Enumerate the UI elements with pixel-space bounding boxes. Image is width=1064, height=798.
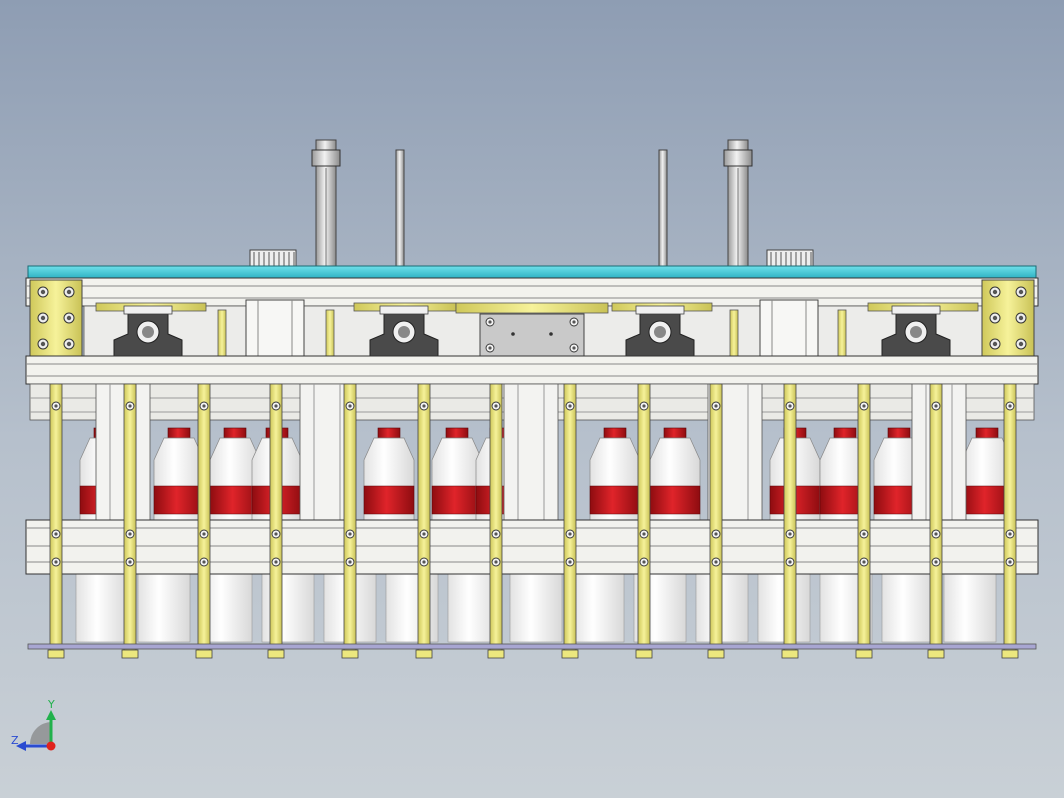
base-plate[interactable]: [27, 643, 1037, 650]
yellow-rod[interactable]: [195, 383, 213, 659]
bottle-base: [75, 573, 129, 643]
z-axis-label: Z: [11, 734, 19, 747]
bottle-base: [571, 573, 625, 643]
bearing-block[interactable]: [113, 305, 183, 357]
yellow-rod[interactable]: [781, 383, 799, 659]
upper-frame[interactable]: [25, 277, 1039, 307]
yellow-rod[interactable]: [1001, 383, 1019, 659]
cylinder-left[interactable]: [311, 139, 341, 271]
yellow-rod[interactable]: [927, 383, 945, 659]
middle-rail[interactable]: [25, 355, 1039, 385]
bottle[interactable]: [873, 427, 925, 521]
top-plate[interactable]: [27, 265, 1037, 279]
bottle[interactable]: [589, 427, 641, 521]
yellow-rod[interactable]: [341, 383, 359, 659]
frame-post: [503, 383, 559, 521]
coordinate-triad: Y Z: [11, 700, 56, 751]
bottle[interactable]: [153, 427, 205, 521]
bottle[interactable]: [649, 427, 701, 521]
corner-bracket-left[interactable]: [29, 279, 83, 357]
cylinder-right[interactable]: [723, 139, 753, 271]
frame-post: [95, 383, 151, 521]
bottle-base: [881, 573, 935, 643]
bottle-base: [509, 573, 563, 643]
bottle[interactable]: [363, 427, 415, 521]
bottle-base: [943, 573, 997, 643]
bearing-block[interactable]: [881, 305, 951, 357]
bearing-block[interactable]: [369, 305, 439, 357]
y-axis-label: Y: [47, 700, 55, 711]
yellow-rod[interactable]: [561, 383, 579, 659]
yellow-rod[interactable]: [121, 383, 139, 659]
center-mount-plate[interactable]: [479, 313, 585, 357]
lower-rail[interactable]: [25, 519, 1039, 575]
bottle-base: [137, 573, 191, 643]
yellow-rod[interactable]: [855, 383, 873, 659]
x-axis-dot-icon: [46, 741, 56, 751]
yellow-rod[interactable]: [487, 383, 505, 659]
yellow-rod[interactable]: [47, 383, 65, 659]
z-axis-arrow-icon: [16, 741, 26, 751]
guide-rod-right[interactable]: [658, 149, 668, 269]
corner-bracket-right[interactable]: [981, 279, 1035, 357]
gear-left[interactable]: [249, 249, 297, 269]
yellow-rod[interactable]: [267, 383, 285, 659]
assembly-model[interactable]: [25, 139, 1039, 659]
guide-rod-left[interactable]: [395, 149, 405, 269]
yellow-rod[interactable]: [707, 383, 725, 659]
yellow-rod[interactable]: [415, 383, 433, 659]
bearing-block[interactable]: [625, 305, 695, 357]
bottle[interactable]: [431, 427, 483, 521]
bottle[interactable]: [209, 427, 261, 521]
gear-right[interactable]: [766, 249, 814, 269]
yellow-rod[interactable]: [635, 383, 653, 659]
y-axis-arrow-icon: [46, 710, 56, 720]
